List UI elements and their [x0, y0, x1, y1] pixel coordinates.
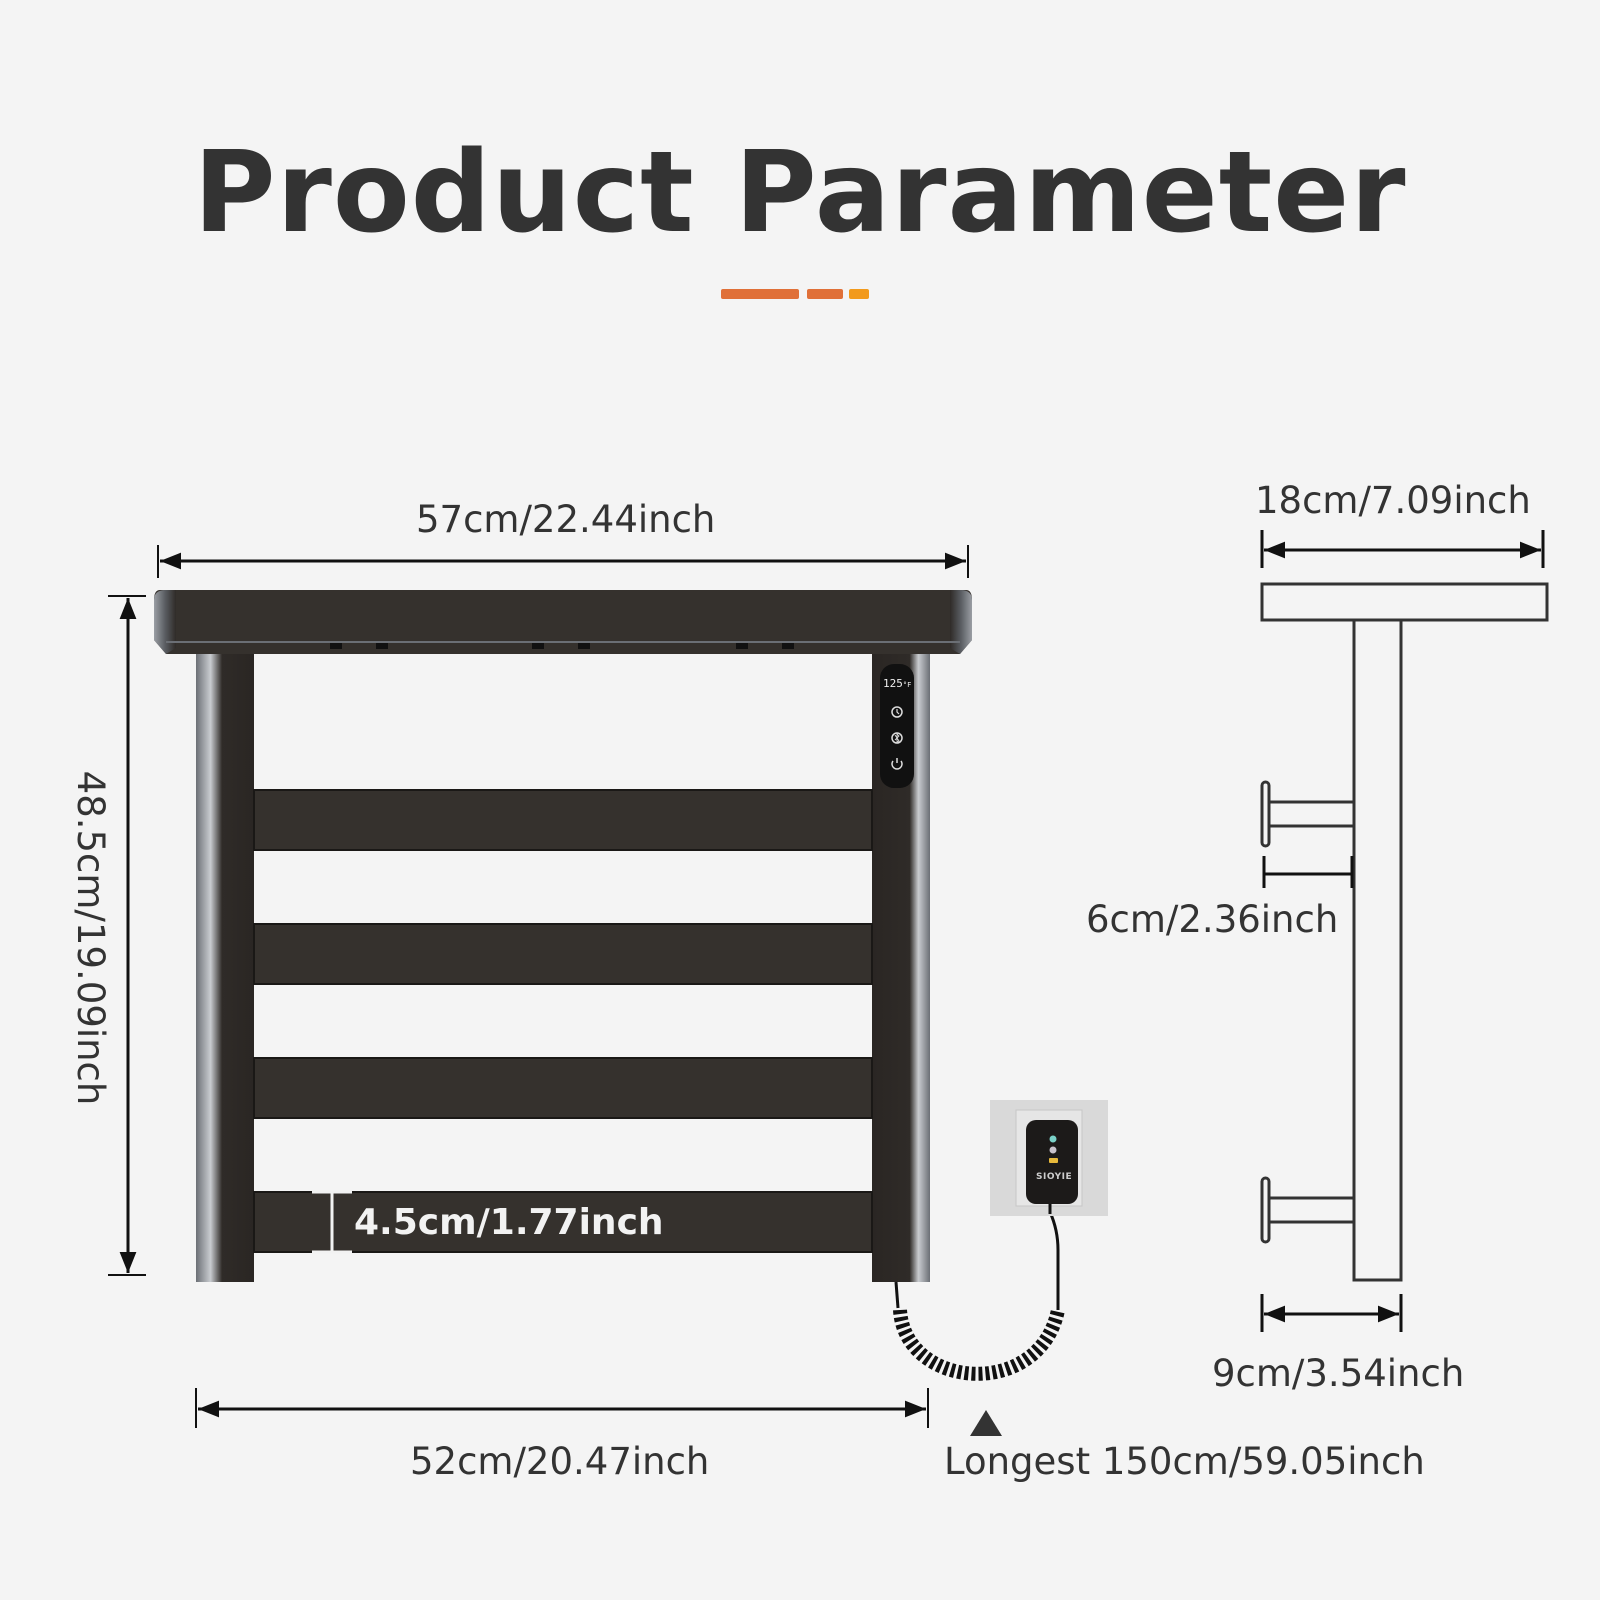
height-dimension [108, 595, 146, 1276]
top-width-label: 57cm/22.44inch [416, 498, 716, 541]
hook-gap-label: 6cm/2.36inch [1086, 898, 1339, 941]
bottom-width-dimension [195, 1388, 929, 1428]
towel-bars [253, 789, 873, 1253]
power-icon [891, 760, 903, 770]
clock-icon [891, 706, 903, 718]
left-post [196, 640, 254, 1282]
accent-bar-1 [721, 289, 799, 299]
wall-plug [990, 1100, 1108, 1216]
side-depth-top-dimension [1260, 530, 1545, 568]
accent-bar-3 [849, 289, 869, 299]
side-depth-top-label: 18cm/7.09inch [1255, 479, 1531, 522]
cable-length-pointer-icon [970, 1410, 1002, 1436]
plug-brand: SIOYIE [1036, 1172, 1073, 1182]
cable-length-label: Longest 150cm/59.05inch [944, 1440, 1425, 1483]
control-panel [880, 664, 914, 788]
top-width-dimension [157, 545, 969, 578]
hook-gap-dimension [1262, 856, 1354, 888]
bottom-width-label: 52cm/20.47inch [410, 1440, 710, 1483]
side-profile [1260, 582, 1549, 1282]
height-label: 48.5cm/19.09inch [69, 770, 112, 1106]
bar-height-marker [312, 1190, 352, 1254]
side-depth-bottom-label: 9cm/3.54inch [1212, 1352, 1465, 1395]
bluetooth-icon [891, 732, 903, 744]
accent-bar-2 [807, 289, 843, 299]
page-title: Product Parameter [193, 128, 1407, 258]
top-shelf [154, 590, 972, 654]
bar-height-label: 4.5cm/1.77inch [354, 1202, 664, 1243]
control-panel-display: 125°F [883, 677, 912, 690]
side-depth-bottom-dimension [1260, 1294, 1403, 1332]
